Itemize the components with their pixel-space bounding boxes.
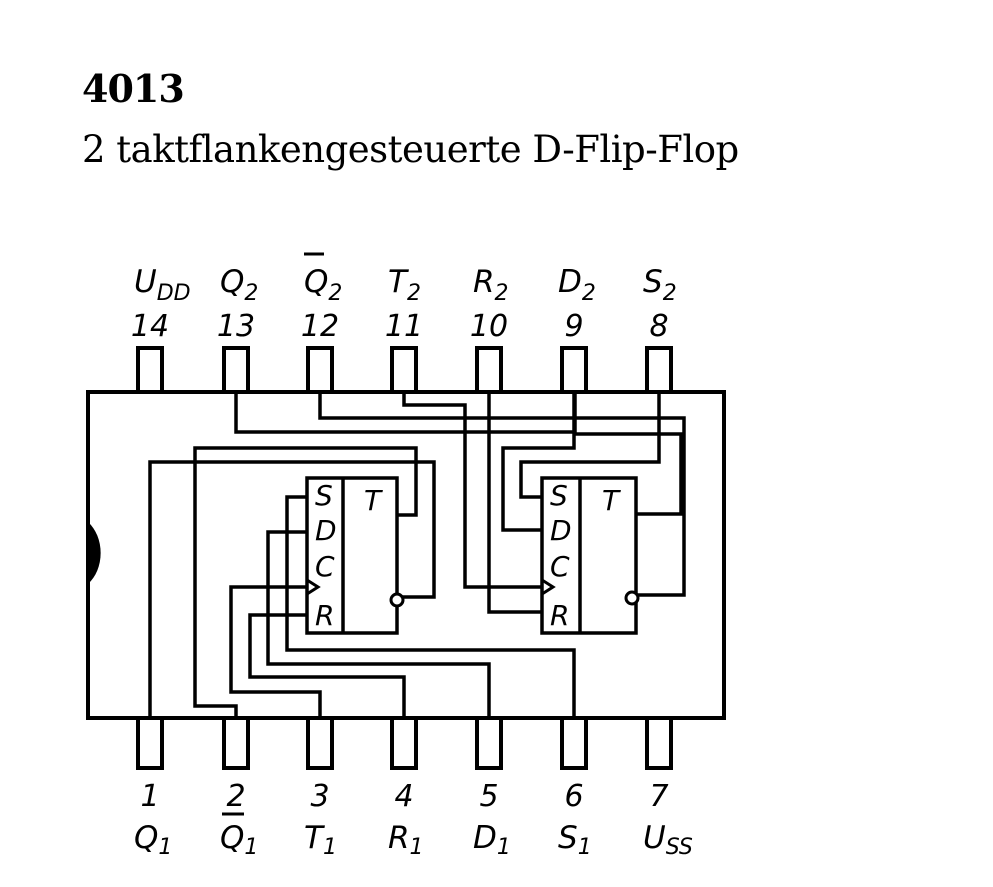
- pin-number: 3: [310, 779, 329, 814]
- pin-label: S1: [558, 820, 592, 860]
- pin-number: 11: [385, 309, 423, 344]
- ff-input-label: R: [550, 599, 569, 632]
- pin-10: [475, 346, 503, 394]
- ic-body: [86, 390, 726, 720]
- clock-input-icon: [305, 577, 321, 597]
- pin-label: Q2: [304, 264, 342, 306]
- ff-input-label: R: [315, 599, 334, 632]
- pin-12: [306, 346, 334, 394]
- internal-wiring: [148, 392, 686, 718]
- pin-number: 12: [301, 309, 339, 344]
- ff-input-label: S: [315, 479, 333, 512]
- pin-label: D1: [473, 820, 511, 860]
- pin-label: T1: [304, 820, 337, 860]
- flip-flop-2: [540, 476, 638, 635]
- part-description: 2 taktflankengesteuerte D-Flip-Flop: [82, 128, 739, 171]
- ff-output-label: T: [364, 484, 383, 517]
- pin-7: [645, 716, 673, 770]
- pin-number: 9: [564, 309, 583, 344]
- ff-input-label: C: [315, 550, 335, 583]
- pin-label: T2: [388, 264, 421, 306]
- pin-number: 2: [226, 779, 245, 814]
- pin-number: 8: [649, 309, 668, 344]
- pin-label: UDD: [134, 264, 191, 306]
- pin-5: [475, 716, 503, 770]
- ff-input-label: D: [550, 514, 572, 547]
- pin-number: 7: [649, 779, 668, 814]
- pin-9: [560, 346, 588, 394]
- pin-14: [136, 346, 164, 394]
- pin-label: Q2: [220, 264, 258, 306]
- inverted-output-bubble: [389, 592, 405, 608]
- pin-label: D2: [558, 264, 596, 306]
- pin-number: 4: [394, 779, 413, 814]
- inverted-output-bubble: [624, 590, 640, 606]
- pin-6: [560, 716, 588, 770]
- ic-notch: [88, 522, 101, 584]
- pin-number: 1: [140, 779, 159, 814]
- ff-input-label: C: [550, 550, 570, 583]
- pin-number: 5: [479, 779, 498, 814]
- pin-label: S2: [643, 264, 677, 306]
- pin-13: [222, 346, 250, 394]
- pin-2: [222, 716, 250, 770]
- ff-input-label: S: [550, 479, 568, 512]
- pin-8: [645, 346, 673, 394]
- pin-number: 10: [470, 309, 508, 344]
- ff-input-label: D: [315, 514, 337, 547]
- pin-4: [390, 716, 418, 770]
- part-number: 4013: [82, 66, 185, 111]
- pin-label: R1: [388, 820, 424, 860]
- ff-output-label: T: [602, 484, 621, 517]
- pin-number: 13: [217, 309, 255, 344]
- pin-label: Q1: [134, 820, 172, 860]
- pin-label: R2: [473, 264, 509, 306]
- pin-number: 6: [564, 779, 583, 814]
- pin-1: [136, 716, 164, 770]
- flip-flop-1: [305, 476, 399, 635]
- clock-input-icon: [540, 577, 556, 597]
- pin-label: Q1: [220, 820, 258, 860]
- pin-number: 14: [131, 309, 169, 344]
- pin-3: [306, 716, 334, 770]
- pin-label: USS: [643, 820, 693, 860]
- pin-11: [390, 346, 418, 394]
